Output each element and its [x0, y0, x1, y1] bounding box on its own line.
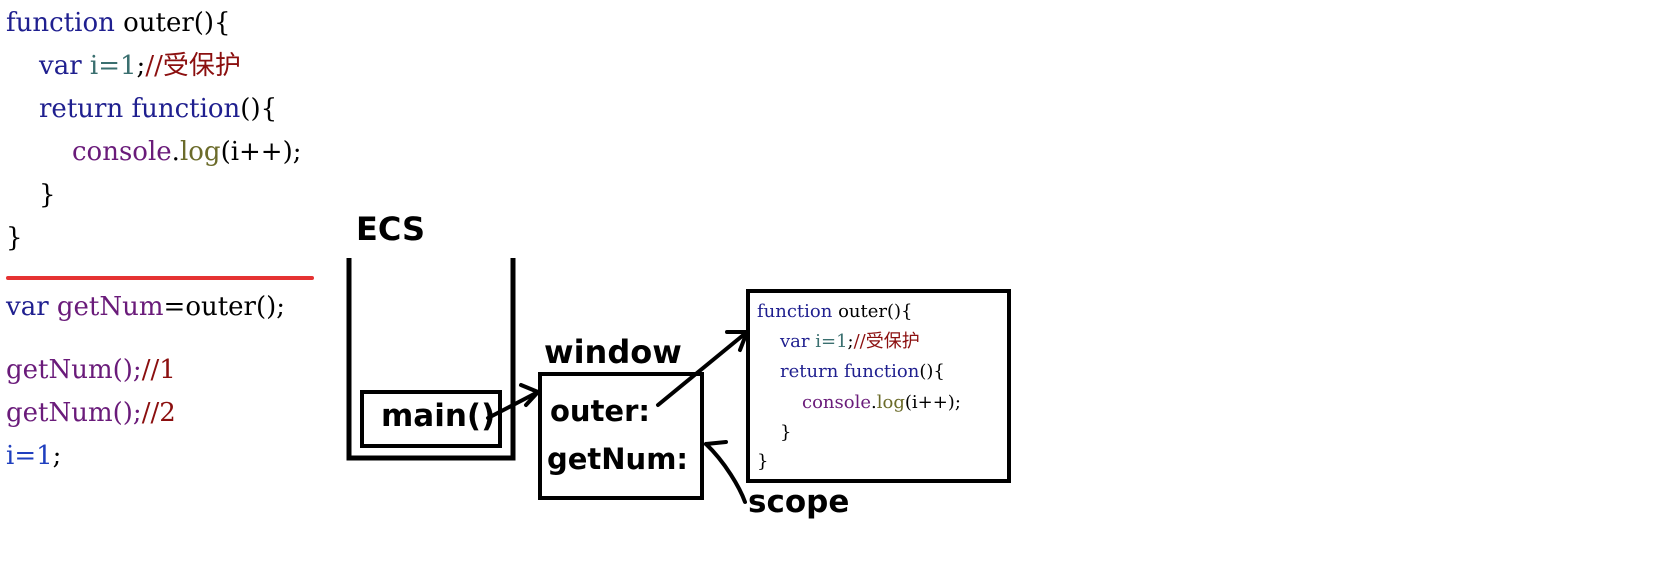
- code-line-7: var getNum=outer();: [6, 292, 285, 322]
- fn-var-i: i=1: [809, 331, 848, 352]
- main-label: main(): [381, 398, 496, 434]
- scope-label: scope: [748, 484, 850, 520]
- code-line-3: return function(){: [39, 94, 277, 124]
- fn-line-2: var i=1;//受保护: [780, 332, 920, 352]
- comment-protected: //受保护: [145, 51, 241, 81]
- getnum-call-2: getNum();: [6, 398, 142, 428]
- window-box: [538, 372, 704, 500]
- fn-dot: .: [871, 392, 877, 413]
- comment-1: //1: [141, 355, 176, 385]
- console-obj: console: [72, 137, 172, 167]
- fn-comment: //受保护: [853, 331, 920, 352]
- log-args: (i++);: [220, 137, 302, 167]
- fn-keyword-function-2: function: [838, 361, 920, 382]
- fn-line-1: function outer(){: [757, 302, 913, 322]
- fn-semicolon: ;: [847, 331, 854, 352]
- arrow-main-to-window: [486, 390, 540, 420]
- window-outer-label: outer:: [550, 394, 650, 428]
- fn-log: log: [876, 392, 905, 413]
- keyword-var: var: [39, 51, 82, 81]
- ecs-label: ECS: [356, 210, 425, 248]
- divider-line: [6, 276, 314, 280]
- fn-paren-brace: (){: [919, 361, 945, 382]
- window-getnum-label: getNum:: [547, 442, 689, 476]
- fn-line-5: }: [780, 422, 792, 443]
- fn-keyword-var: var: [780, 331, 810, 352]
- paren-brace: (){: [240, 94, 278, 124]
- code-line-4: console.log(i++);: [72, 137, 302, 167]
- code-line-8: getNum();//1: [6, 355, 176, 385]
- getnum-name: getNum: [48, 292, 164, 322]
- fn-line-6: }: [757, 451, 769, 472]
- log-method: log: [179, 137, 221, 167]
- arrow-scope-to-getnum-head: [704, 440, 728, 446]
- arrow-main-to-window-head: [519, 383, 540, 407]
- assign-i: i=1: [6, 441, 53, 471]
- fn-keyword-return: return: [780, 361, 839, 382]
- semicolon: ;: [136, 51, 146, 81]
- keyword-return: return: [39, 94, 124, 124]
- fn-line-3: return function(){: [780, 362, 945, 382]
- fn-keyword-function: function: [757, 301, 833, 322]
- code-line-5: }: [39, 180, 56, 210]
- fn-console: console: [802, 392, 871, 413]
- code-line-9: getNum();//2: [6, 398, 176, 428]
- code-line-1: function outer(){: [6, 8, 231, 38]
- semicolon-2: ;: [52, 441, 62, 471]
- code-line-2: var i=1;//受保护: [39, 51, 241, 81]
- fn-line-4: console.log(i++);: [802, 393, 961, 413]
- window-label: window: [544, 333, 682, 371]
- var-i: i=1: [81, 51, 137, 81]
- arrow-scope-to-getnum: [704, 442, 747, 504]
- ecs-stack: [346, 258, 516, 461]
- arrow-outer-to-function-head: [725, 330, 749, 352]
- keyword-var-2: var: [6, 292, 49, 322]
- keyword-function: function: [6, 8, 115, 38]
- fn-log-args: (i++);: [904, 392, 961, 413]
- main-frame: [360, 390, 502, 448]
- function-box: [746, 289, 1011, 483]
- assign-outer: =outer();: [163, 292, 286, 322]
- fn-name: outer(){: [832, 301, 913, 322]
- comment-2: //2: [141, 398, 176, 428]
- dot: .: [171, 137, 180, 167]
- arrow-outer-to-function: [656, 330, 749, 407]
- code-line-6: }: [6, 223, 23, 253]
- getnum-call-1: getNum();: [6, 355, 142, 385]
- keyword-function-2: function: [123, 94, 241, 124]
- code-line-10: i=1;: [6, 441, 61, 471]
- function-name: outer(){: [114, 8, 231, 38]
